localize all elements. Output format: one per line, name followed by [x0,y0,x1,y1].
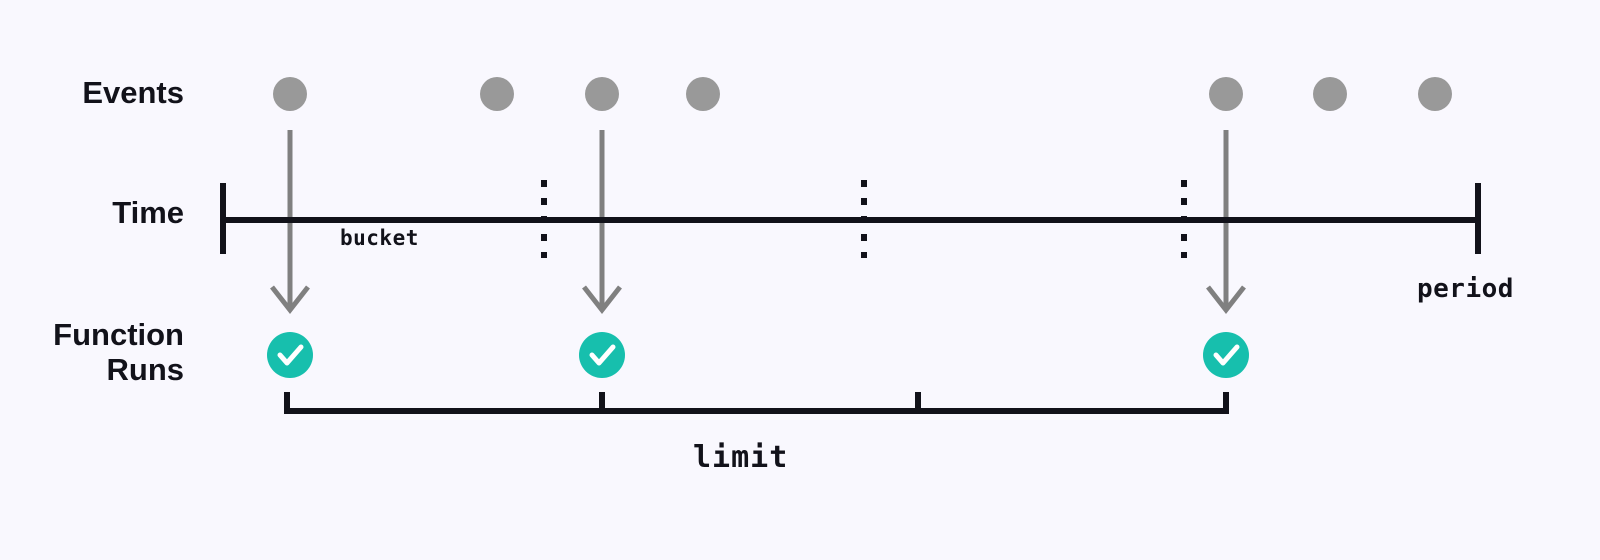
time-axis [220,180,1481,258]
event-dot [1209,77,1243,111]
limit-bracket [284,392,1229,414]
period-annotation-label: period [1417,274,1514,304]
events-row [273,77,1452,111]
event-dot [1418,77,1452,111]
time-row-label: Time [112,195,184,230]
event-dot [1313,77,1347,111]
function-run-success-icon [267,332,313,378]
function-runs-row-label: Function Runs [53,317,184,387]
event-dot [273,77,307,111]
events-row-label: Events [82,75,184,110]
function-runs-row [267,332,1249,378]
event-dot [480,77,514,111]
function-run-success-icon [579,332,625,378]
event-dot [585,77,619,111]
bucket-annotation-label: bucket [340,226,419,250]
limit-annotation-label: limit [693,440,789,475]
event-dot [686,77,720,111]
function-run-success-icon [1203,332,1249,378]
